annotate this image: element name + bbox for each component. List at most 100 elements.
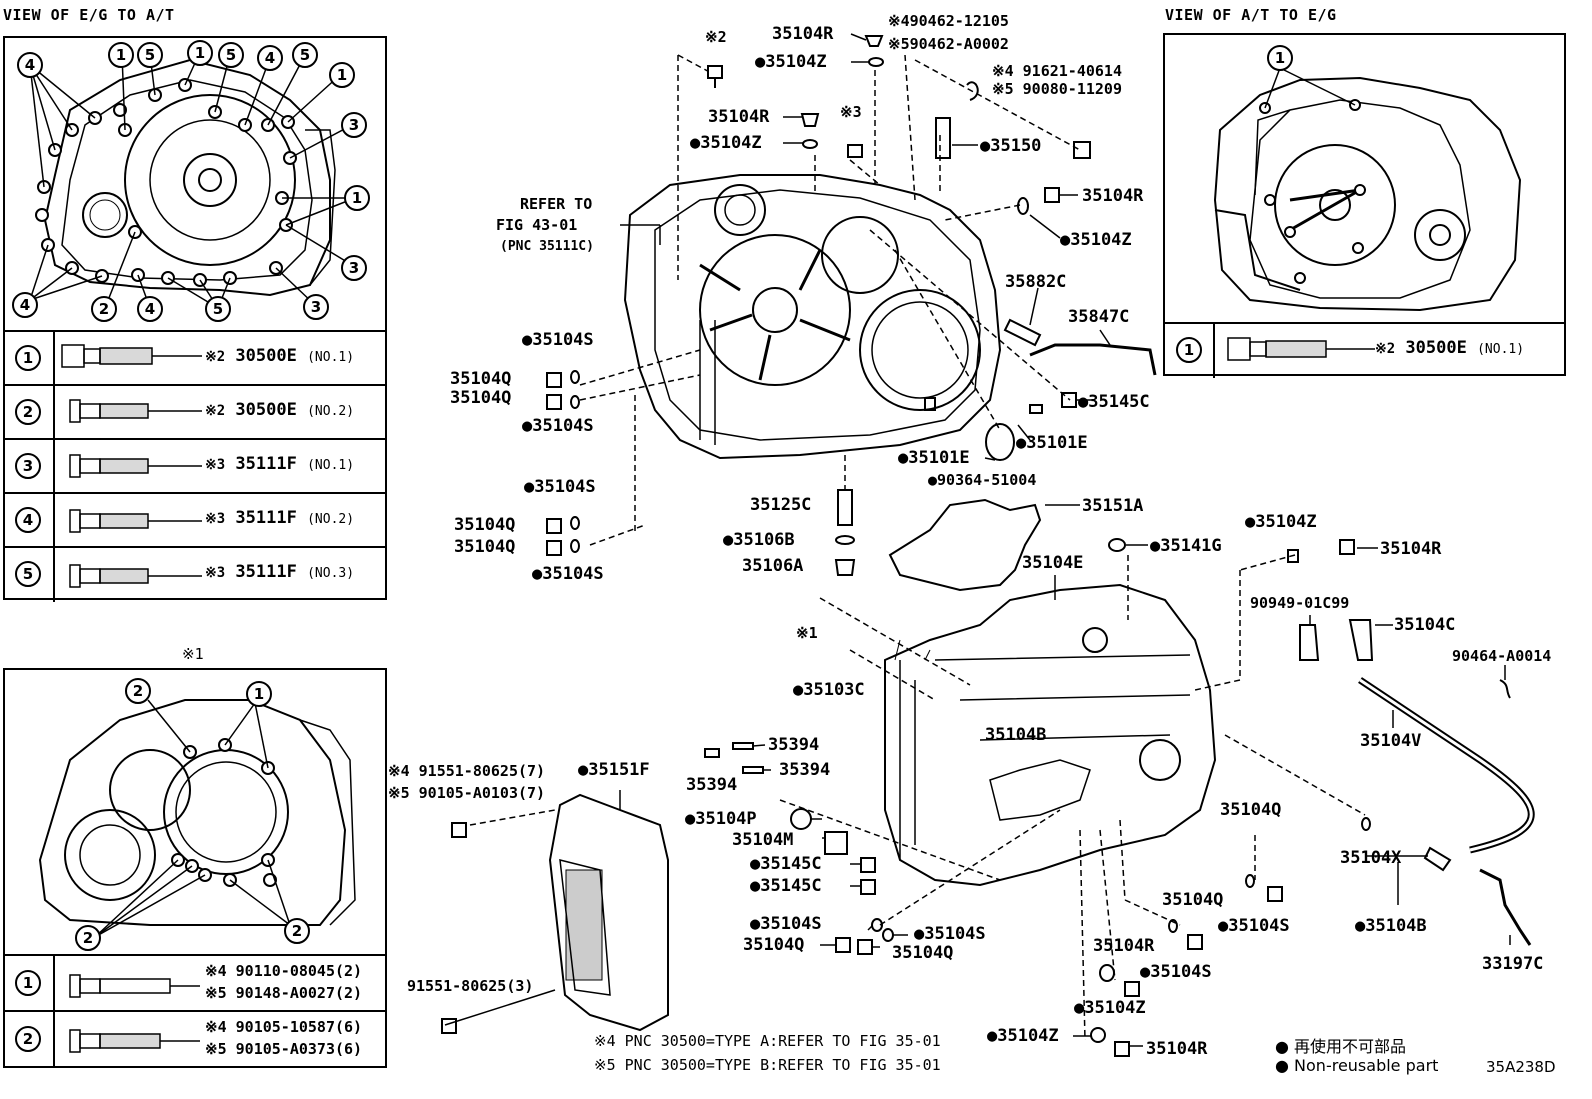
part-label: 35151A: [1082, 496, 1144, 516]
legend-text: ※2 30500E (NO.2): [205, 400, 355, 420]
legend-num: 1: [15, 970, 41, 996]
part-label: ●35145C: [1078, 392, 1150, 412]
callout: 5: [205, 296, 231, 322]
legend-text: ※3 35111F (NO.3): [205, 562, 355, 582]
part-label: ●35104S: [1140, 962, 1212, 982]
callout: 5: [218, 42, 244, 68]
key-non-reusable-jp: ● 再使用不可部品: [1275, 1037, 1407, 1056]
part-label: 35104R: [1082, 186, 1144, 206]
legend-text: ※5 90105-A0373(6): [205, 1040, 363, 1058]
legend-row: 2 ※4 90105-10587(6) ※5 90105-A0373(6): [5, 1010, 385, 1068]
callout: 1: [1267, 45, 1293, 71]
part-label: 35882C: [1005, 272, 1067, 292]
legend-row: 1 ※2 30500E (NO.1): [1165, 322, 1564, 378]
part-label: ※5 90080-11209: [992, 80, 1122, 98]
part-label: 35104Q: [1162, 890, 1224, 910]
part-label: 35104Q: [454, 537, 516, 557]
part-label: ●35104S: [522, 416, 594, 436]
eg-leader-lines: [29, 51, 356, 309]
key-non-reusable-en: ● Non-reusable part: [1275, 1056, 1439, 1075]
legend-bolts-left: [61, 344, 202, 588]
part-label: 35104Q: [450, 369, 512, 389]
part-label: ●35104Z: [1074, 998, 1146, 1018]
callout: 2: [75, 925, 101, 951]
callout: 3: [341, 255, 367, 281]
refer-text-2: FIG 43-01: [496, 216, 578, 234]
part-label: 35104R: [1380, 539, 1442, 559]
part-label: ※590462-A0002: [888, 35, 1009, 53]
ref1-panel: 1 ※4 90110-08045(2) ※5 90148-A0027(2) 2 …: [3, 668, 387, 1068]
legend-row: 1 ※4 90110-08045(2) ※5 90148-A0027(2): [5, 954, 385, 1012]
legend-text: ※4 90105-10587(6): [205, 1018, 363, 1036]
part-label: 35104R: [1146, 1039, 1208, 1059]
part-label: ●35104S: [532, 564, 604, 584]
callout: 1: [108, 42, 134, 68]
part-label: 35104V: [1360, 731, 1422, 751]
refer-text-1: REFER TO: [520, 195, 593, 213]
part-label: 35104Q: [454, 515, 516, 535]
part-label: 90464-A0014: [1452, 647, 1552, 665]
part-label: 35104E: [1022, 553, 1084, 573]
legend-text: ※3 35111F (NO.2): [205, 508, 355, 528]
part-label: 35394: [686, 775, 738, 795]
part-label: 35104R: [708, 107, 770, 127]
part-label: ●35103C: [793, 680, 865, 700]
dashed-leaders-lower: [469, 554, 1366, 1041]
legend-num: 2: [15, 399, 41, 425]
reference-leader: [620, 224, 661, 245]
legend-num: 3: [15, 453, 41, 479]
legend-row: 5 ※3 35111F (NO.3): [5, 546, 385, 602]
part-label: ●35104B: [1355, 916, 1427, 936]
figure-code: 35A238D: [1486, 1058, 1556, 1076]
legend-row: 1 ※2 30500E (NO.1): [5, 330, 385, 386]
legend-num: 1: [15, 345, 41, 371]
legend-text: ※5 90148-A0027(2): [205, 984, 363, 1002]
at-to-eg-housing-drawing: [1213, 76, 1522, 312]
callout: 4: [257, 45, 283, 71]
part-label: 35394: [779, 760, 831, 780]
part-label: 35104R: [1093, 936, 1155, 956]
part-label: 90949-01C99: [1250, 594, 1350, 612]
legend-text: ※2 30500E (NO.1): [1375, 338, 1525, 358]
part-label: ※4 91621-40614: [992, 62, 1122, 80]
legend-row: 2 ※2 30500E (NO.2): [5, 384, 385, 440]
part-label: 35104B: [985, 725, 1047, 745]
part-label: 35106A: [742, 556, 804, 576]
part-label: ●35145C: [750, 876, 822, 896]
part-label: 35104R: [772, 24, 834, 44]
part-label: ●35104Z: [987, 1026, 1059, 1046]
part-label: ※2: [705, 28, 727, 46]
part-label: ●35104Z: [1245, 512, 1317, 532]
legend-text: ※3 35111F (NO.1): [205, 454, 355, 474]
callout: 2: [91, 296, 117, 322]
dashed-leaders-upper: [579, 54, 1081, 546]
legend-row: 3 ※3 35111F (NO.1): [5, 438, 385, 494]
eg-to-at-housing-drawing: [43, 58, 336, 297]
part-label: ※490462-12105: [888, 12, 1009, 30]
view-at-to-eg-title: VIEW OF A/T TO E/G: [1165, 6, 1337, 24]
part-label: ●35145C: [750, 854, 822, 874]
part-label: ●35104Z: [755, 52, 827, 72]
eg-to-at-panel: 1 ※2 30500E (NO.1) 2 ※2 30500E (NO.2) 3 …: [3, 36, 387, 602]
legend-text: ※2 30500E (NO.1): [205, 346, 355, 366]
view-eg-to-at-title: VIEW OF E/G TO A/T: [3, 6, 175, 24]
part-label: ●35104S: [750, 914, 822, 934]
oil-pan-mesh: [565, 869, 603, 981]
part-label: ●35104P: [685, 809, 757, 829]
part-label: 35104Q: [892, 943, 954, 963]
part-label: ※4 91551-80625(7): [388, 762, 546, 780]
part-label: ●90364-51004: [928, 471, 1037, 489]
ref1-leader-lines: [94, 699, 291, 938]
callout: 5: [292, 42, 318, 68]
legend-num: 2: [15, 1026, 41, 1052]
callout: 2: [284, 918, 310, 944]
legend-num: 1: [1176, 337, 1202, 363]
part-label: 35125C: [750, 495, 812, 515]
legend-bolts-bottom: [69, 974, 200, 1053]
part-label: ●35141G: [1150, 536, 1222, 556]
part-label: ※3: [840, 103, 862, 121]
part-label: 35847C: [1068, 307, 1130, 327]
transaxle-case-drawing: [884, 583, 1217, 887]
part-label: ※5 90105-A0103(7): [388, 784, 546, 802]
callout: 5: [137, 42, 163, 68]
